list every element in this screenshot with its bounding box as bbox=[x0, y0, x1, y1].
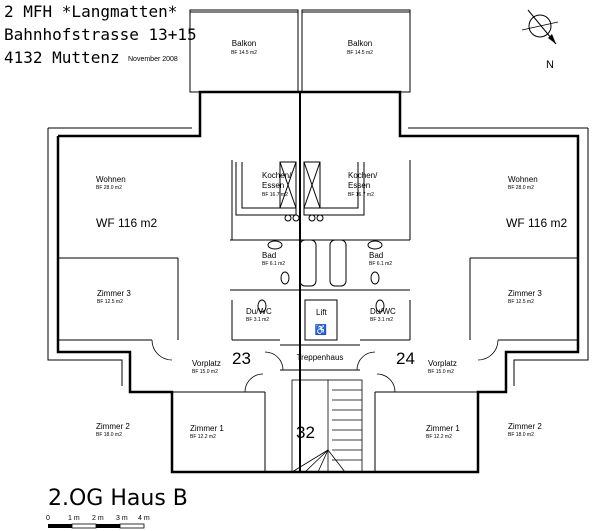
room-name-duwc-left: Du/WC bbox=[246, 307, 272, 316]
scale-label-2: 2 m bbox=[92, 515, 104, 522]
room-name-zimmer1-right: Zimmer 1 bbox=[426, 424, 460, 433]
header-address: Bahnhofstrasse 13+15 bbox=[4, 25, 197, 44]
header-project-name: 2 MFH *Langmatten* bbox=[4, 2, 178, 21]
room-area-zimmer3-left: BF 12.5 m2 bbox=[97, 299, 123, 305]
room-area-balkon-right: BF 14.5 m2 bbox=[347, 50, 373, 56]
room-area-wohnen-left: BF 28.0 m2 bbox=[96, 185, 122, 191]
scale-bar bbox=[48, 523, 145, 529]
room-area-wohnen-right: BF 28.0 m2 bbox=[508, 185, 534, 191]
room-name-vorplatz-right: Vorplatz bbox=[428, 359, 457, 368]
room-area-zimmer2-right: BF 18.0 m2 bbox=[508, 432, 534, 438]
room-name2-kochen-right: Essen bbox=[348, 181, 370, 190]
room-name-bad-left: Bad bbox=[262, 251, 276, 260]
room-name-kochen-left: Kochen/ bbox=[262, 171, 292, 180]
outer-walls bbox=[56, 90, 580, 474]
north-label: N bbox=[546, 59, 554, 71]
room-name-vorplatz-left: Vorplatz bbox=[192, 359, 221, 368]
room-area-kochen-right: BF 16.7 m2 bbox=[348, 192, 374, 198]
room-area-bad-right: BF 6.1 m2 bbox=[369, 261, 392, 267]
room-name-kochen-right: Kochen/ bbox=[348, 171, 378, 180]
scale-label-0: 0 bbox=[46, 515, 50, 522]
lift-label: Lift bbox=[316, 308, 327, 317]
treppenhaus-label: Treppenhaus bbox=[297, 353, 344, 362]
room-name-zimmer1-left: Zimmer 1 bbox=[190, 424, 224, 433]
wf-right: WF 116 m2 bbox=[506, 216, 567, 230]
scale-label-4: 4 m bbox=[138, 515, 150, 522]
room-area-zimmer2-left: BF 18.0 m2 bbox=[96, 432, 122, 438]
wf-left: WF 116 m2 bbox=[96, 216, 157, 230]
inner-walls bbox=[47, 127, 589, 472]
north-arrow-icon: N bbox=[521, 9, 559, 71]
room-name-balkon-left: Balkon bbox=[232, 39, 256, 48]
stair-number: 32 bbox=[296, 423, 315, 442]
wheelchair-icon: ♿ bbox=[315, 323, 327, 336]
plan-title: 2.OG Haus B bbox=[48, 486, 188, 511]
room-name-zimmer3-left: Zimmer 3 bbox=[97, 289, 131, 298]
room-name-zimmer2-left: Zimmer 2 bbox=[96, 422, 130, 431]
room-area-duwc-left: BF 3.1 m2 bbox=[246, 317, 269, 323]
door-swings bbox=[151, 339, 499, 393]
room-name-zimmer3-right: Zimmer 3 bbox=[508, 289, 542, 298]
scale-label-3: 3 m bbox=[116, 515, 128, 522]
room-area-zimmer1-left: BF 12.2 m2 bbox=[190, 434, 216, 440]
room-name-duwc-right: Du/WC bbox=[370, 307, 396, 316]
room-area-bad-left: BF 6.1 m2 bbox=[262, 261, 285, 267]
room-area-vorplatz-right: BF 15.0 m2 bbox=[428, 369, 454, 375]
header-date: November 2008 bbox=[128, 56, 178, 63]
scale-label-1: 1 m bbox=[68, 515, 80, 522]
room-name-balkon-right: Balkon bbox=[348, 39, 372, 48]
header-town: 4132 Muttenz bbox=[4, 48, 120, 67]
bath-fixtures bbox=[257, 239, 385, 313]
room-area-kochen-left: BF 16.7 m2 bbox=[262, 192, 288, 198]
unit-number-left: 23 bbox=[232, 349, 251, 368]
room-area-zimmer1-right: BF 12.2 m2 bbox=[426, 434, 452, 440]
room-area-duwc-right: BF 3.1 m2 bbox=[370, 317, 393, 323]
kitchen-counters bbox=[235, 161, 365, 222]
room-name-wohnen-right: Wohnen bbox=[508, 175, 538, 184]
staircase bbox=[291, 379, 363, 473]
room-name-wohnen-left: Wohnen bbox=[96, 175, 126, 184]
room-area-balkon-left: BF 14.5 m2 bbox=[231, 50, 257, 56]
room-area-vorplatz-left: BF 15.0 m2 bbox=[192, 369, 218, 375]
room-area-zimmer3-right: BF 12.5 m2 bbox=[508, 299, 534, 305]
balcony-frames bbox=[189, 9, 411, 93]
room-name2-kochen-left: Essen bbox=[262, 181, 284, 190]
unit-number-right: 24 bbox=[396, 349, 415, 368]
room-name-zimmer2-right: Zimmer 2 bbox=[508, 422, 542, 431]
room-name-bad-right: Bad bbox=[369, 251, 383, 260]
